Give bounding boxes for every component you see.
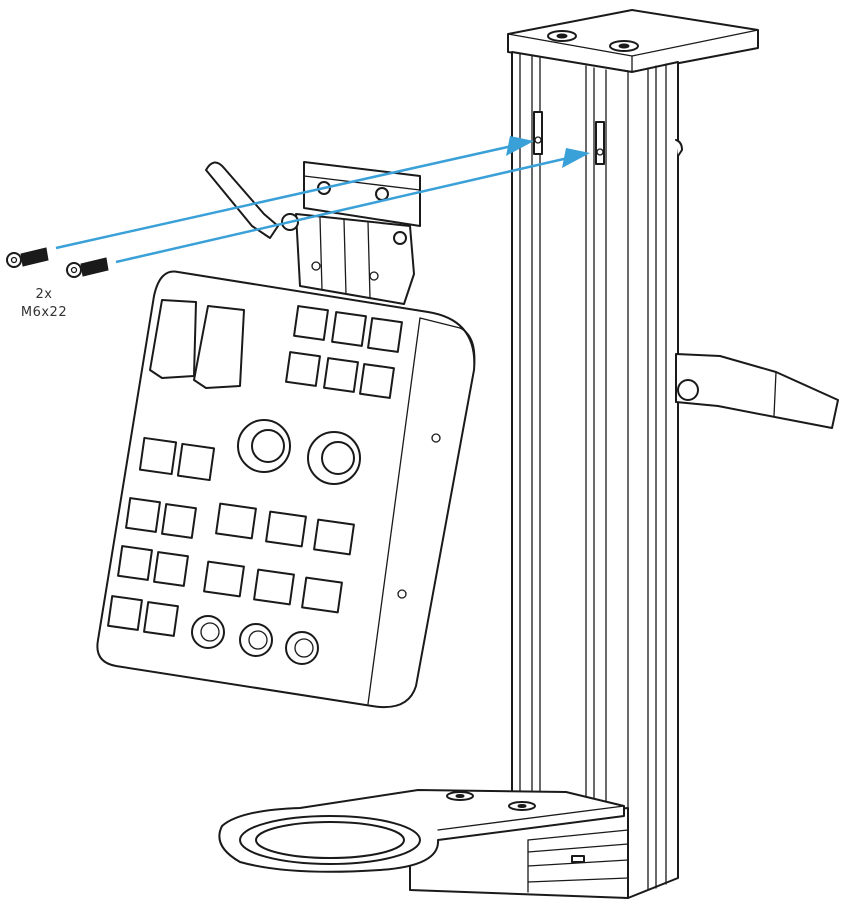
push-button-r2c3[interactable]	[359, 363, 395, 399]
side-lever-crease	[773, 371, 777, 417]
screw-2-head	[66, 262, 82, 278]
clamp-edge-2	[527, 843, 629, 853]
screw-1-head	[6, 252, 22, 268]
push-button-r1c2[interactable]	[331, 311, 367, 347]
hinge-pivot-right	[393, 231, 407, 245]
screw-icon	[6, 247, 109, 278]
button-box-side-hole-2	[397, 589, 407, 599]
push-button-r1c1[interactable]	[293, 305, 329, 341]
rocker-switch-1[interactable]	[138, 436, 178, 476]
toggle-switch-r1c2[interactable]	[265, 510, 307, 548]
small-knob-1-cap[interactable]	[200, 622, 220, 642]
side-lever-handle	[675, 353, 839, 429]
hinge-screw-1	[311, 261, 321, 271]
small-knob-1[interactable]	[191, 615, 225, 649]
mount-bolt-1-head	[455, 794, 465, 798]
top-cap-bolt-right-head	[618, 43, 630, 49]
t-nut-slot-left	[533, 111, 543, 155]
screw-2-drive	[70, 266, 78, 274]
push-button-l1c2[interactable]	[161, 503, 197, 539]
side-lever-pivot	[677, 379, 699, 401]
mount-bolt-2-head	[517, 804, 527, 808]
button-box-front-edge	[367, 317, 421, 705]
rotary-encoder-1-cap[interactable]	[251, 429, 285, 463]
toggle-switch-r2c2[interactable]	[253, 568, 295, 606]
mount-plate-hole	[255, 821, 405, 859]
small-knob-3[interactable]	[285, 631, 319, 665]
push-button-l2c2[interactable]	[153, 551, 189, 587]
arrow-head-lower	[562, 148, 590, 168]
rotary-encoder-2-cap[interactable]	[321, 441, 355, 475]
small-knob-3-cap[interactable]	[294, 638, 314, 658]
top-cap	[507, 9, 759, 73]
clamp-knob	[571, 855, 585, 863]
arrow-head-upper	[506, 136, 534, 156]
hinge-knuckle-1	[319, 217, 323, 291]
toggle-switch-r2c1[interactable]	[203, 560, 245, 598]
button-box-side-hole-1	[431, 433, 441, 443]
push-button-r2c2[interactable]	[323, 357, 359, 393]
hinge-screw-2	[369, 271, 379, 281]
push-button-l3c2[interactable]	[143, 601, 179, 637]
small-knob-2-cap[interactable]	[248, 630, 268, 650]
toggle-switch-r1c3[interactable]	[313, 518, 355, 556]
screw-1-drive	[10, 256, 18, 264]
screw-1-shank	[20, 247, 49, 267]
push-button-l3c1[interactable]	[107, 595, 143, 631]
hinge-top-plate-edge	[303, 175, 421, 191]
button-box	[96, 270, 476, 708]
push-button-l1c1[interactable]	[125, 497, 161, 533]
hinge-knuckle-2	[343, 219, 347, 295]
push-button-l2c1[interactable]	[117, 545, 153, 581]
profile-body	[511, 51, 679, 899]
clamp-lever-handle[interactable]	[205, 161, 279, 239]
toggle-switch-r2c3[interactable]	[301, 576, 343, 614]
top-cap-bolt-left-head	[556, 33, 568, 39]
mount-plate-edge	[437, 805, 625, 831]
t-nut-hole-left	[534, 136, 542, 144]
flip-cover-2	[193, 305, 245, 389]
hinge-hole-right	[375, 187, 389, 201]
t-nut-slot-right	[595, 121, 605, 165]
push-button-r2c1[interactable]	[285, 351, 321, 387]
hinge-knuckles	[295, 213, 415, 305]
hinge-knuckle-3	[367, 221, 371, 299]
assembly-arrows	[55, 136, 590, 264]
screw-quantity-label: 2x	[35, 287, 53, 302]
arrow-lower	[115, 156, 569, 264]
side-lever	[675, 353, 839, 429]
flip-cover-1	[149, 299, 197, 379]
push-button-r1c3[interactable]	[367, 317, 403, 353]
clamp-edge-1	[527, 829, 629, 841]
toggle-switch-r1c1[interactable]	[215, 502, 257, 540]
round-mount-plate	[218, 789, 625, 873]
screw-size-label: M6x22	[20, 305, 68, 320]
button-box-side-edge	[419, 317, 476, 371]
clamp-edge-4	[527, 877, 629, 883]
t-nut-hole-right	[596, 148, 604, 156]
screw-2-shank	[80, 257, 109, 277]
rocker-switch-2[interactable]	[176, 442, 216, 482]
side-clip	[675, 139, 683, 157]
small-knob-2[interactable]	[239, 623, 273, 657]
arrow-icon	[55, 144, 513, 250]
hinge-bracket	[205, 161, 421, 305]
aluminium-profile-column	[507, 9, 759, 899]
